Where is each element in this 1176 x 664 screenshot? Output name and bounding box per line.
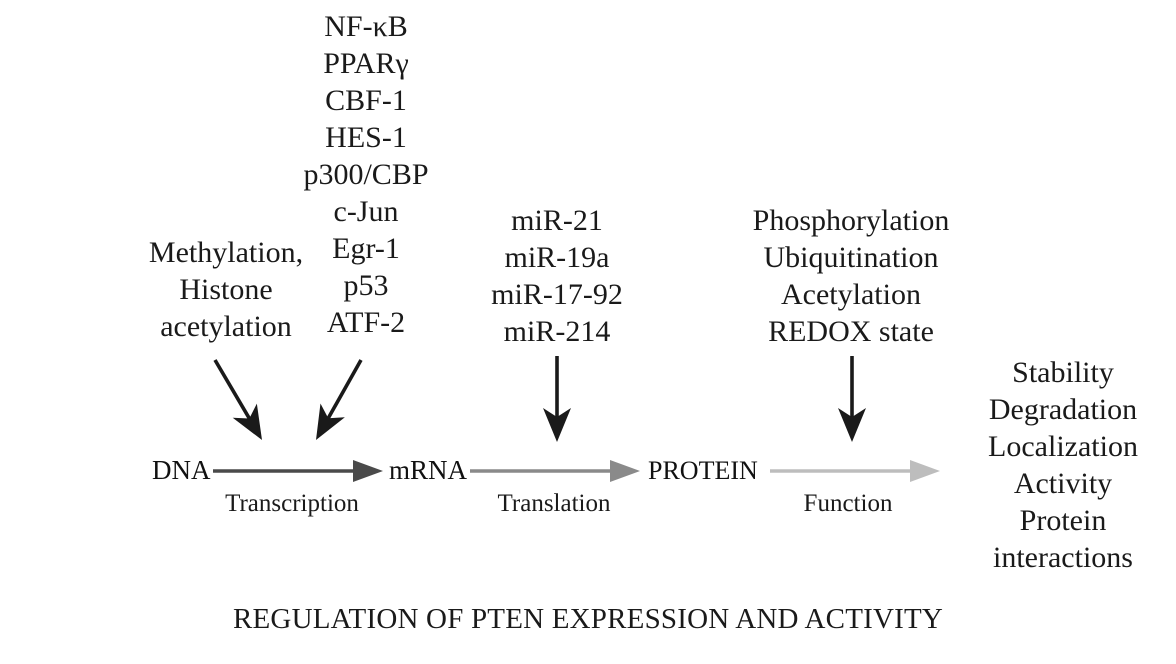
regulator-item: NF-κB — [324, 10, 407, 43]
regulator-item: PPARγ — [323, 47, 409, 80]
outcome-item: Activity — [1014, 467, 1112, 500]
protein-outcomes-list: StabilityDegradationLocalizationActivity… — [988, 356, 1138, 574]
process-arrow-head-function — [910, 460, 940, 482]
regulator-arrow-head-micrornas — [543, 408, 571, 442]
regulator-arrow-head-epigenetic-regulation — [232, 403, 262, 440]
regulator-item: Phosphorylation — [753, 204, 950, 237]
regulator-item: miR-17-92 — [491, 278, 623, 311]
regulator-item: acetylation — [160, 310, 292, 343]
regulator-item: miR-19a — [505, 241, 610, 274]
regulator-block-epigenetic-regulation: Methylation, Histone acetylation — [149, 236, 303, 440]
regulator-arrow-head-post-translational-modifications — [838, 408, 866, 442]
regulator-item: HES-1 — [325, 121, 407, 154]
outcome-item: interactions — [993, 541, 1133, 574]
outcome-item: Protein — [1020, 504, 1107, 537]
node-label-dna: DNA — [152, 455, 211, 485]
regulator-arrow-shaft-transcription-factors — [321, 359, 363, 428]
regulator-block-micrornas: miR-21 miR-19a miR-17-92 miR-214 — [491, 204, 623, 442]
outcome-item: Degradation — [989, 393, 1137, 426]
process-function: Function — [770, 460, 940, 517]
outcome-item: Stability — [1012, 356, 1114, 389]
regulator-item: Acetylation — [781, 278, 921, 311]
figure-caption: REGULATION OF PTEN EXPRESSION AND ACTIVI… — [233, 603, 943, 635]
regulator-item: REDOX state — [768, 315, 934, 348]
regulator-item: miR-214 — [504, 315, 611, 348]
process-transcription: Transcription — [213, 460, 383, 517]
regulator-item: CBF-1 — [325, 84, 407, 117]
process-arrow-head-translation — [610, 460, 640, 482]
process-translation: Translation — [470, 460, 640, 517]
regulator-arrow-head-transcription-factors — [316, 403, 345, 440]
node-label-protein: PROTEIN — [648, 456, 758, 485]
regulator-item: miR-21 — [511, 204, 603, 237]
regulator-item: Methylation, — [149, 236, 303, 269]
regulator-item: Histone — [179, 273, 272, 306]
process-label-transcription: Transcription — [225, 490, 359, 517]
process-label-function: Function — [804, 490, 893, 517]
outcome-item: Localization — [988, 430, 1138, 463]
regulator-arrow-shaft-epigenetic-regulation — [213, 359, 256, 428]
regulator-block-post-translational-modifications: PhosphorylationUbiquitinationAcetylation… — [753, 204, 950, 442]
regulator-item: c-Jun — [334, 195, 399, 228]
regulator-item: Egr-1 — [332, 232, 400, 265]
node-label-mrna: mRNA — [389, 455, 468, 485]
regulator-item: p53 — [344, 269, 389, 302]
regulator-item: p300/CBP — [303, 158, 428, 191]
process-label-translation: Translation — [498, 490, 611, 517]
regulator-groups: Methylation, Histone acetylation NF-κB PPARγ… — [149, 10, 949, 442]
regulator-item: ATF-2 — [327, 306, 405, 339]
process-arrow-head-transcription — [353, 460, 383, 482]
central-flow-axis: DNA mRNA PROTEIN Transcription Translation Fu… — [152, 455, 940, 517]
regulator-item: Ubiquitination — [764, 241, 939, 274]
